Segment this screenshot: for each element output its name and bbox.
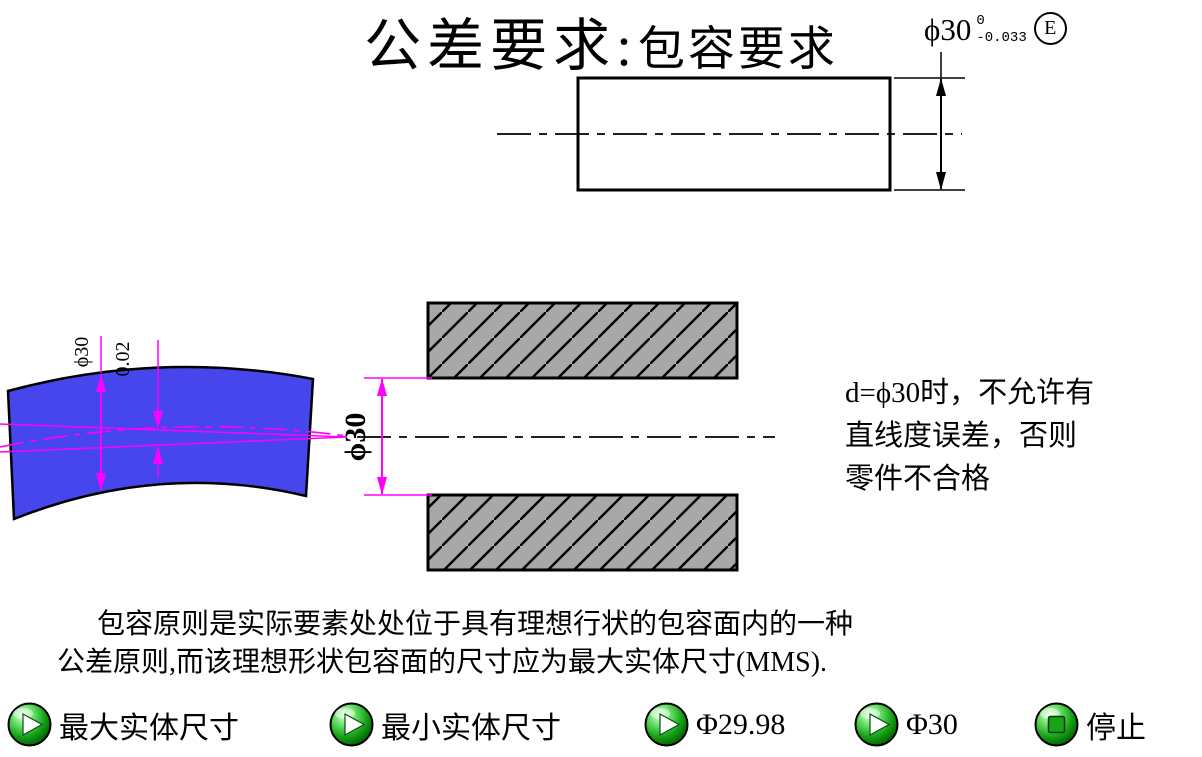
nominal-size: ϕ30: [924, 12, 972, 47]
envelope-modifier-symbol: E: [1033, 12, 1067, 45]
section-lower-wall: [426, 493, 739, 572]
button-phi-29-98[interactable]: Φ29.98: [643, 701, 785, 748]
page-title: 公差要求:包容要求: [364, 0, 838, 82]
condition-note: d=ϕ30时，不允许有 直线度误差，否则 零件不合格: [845, 372, 1094, 501]
button-min-material-size[interactable]: 最小实体尺寸: [328, 701, 561, 748]
bent-axis-centerline: [0, 425, 348, 448]
tolerance-stack: 0 -0.033: [976, 13, 1026, 47]
button-phi-30[interactable]: Φ30: [853, 701, 958, 748]
tolerance-zone-lines: [0, 423, 348, 453]
shaft-drawing: [497, 52, 965, 192]
paragraph-line-1: 包容原则是实际要素处处位于具有理想行状的包容面内的一种: [97, 609, 854, 640]
bent-shaft-diameter-label: ϕ30: [71, 337, 93, 368]
note-line-2: 直线度误差，否则: [845, 420, 1078, 452]
button-label: Φ29.98: [696, 707, 786, 741]
note-line-1: d=ϕ30时，不允许有: [845, 377, 1095, 409]
button-label: Φ30: [906, 707, 958, 741]
paragraph-line-2: 公差原则,而该理想形状包容面的尺寸应为最大实体尺寸(MMS).: [57, 647, 828, 678]
button-stop[interactable]: 停止: [1033, 701, 1146, 748]
upper-tolerance: 0: [976, 13, 985, 29]
button-label: 最大实体尺寸: [59, 711, 239, 745]
bent-shaft-body: [6, 365, 315, 521]
stop-icon: [1034, 702, 1079, 747]
section-upper-wall: [426, 301, 739, 380]
section-drawing: ϕ30: [339, 301, 775, 572]
note-line-3: 零件不合格: [845, 463, 991, 495]
title-sub: 包容要求: [637, 24, 838, 76]
play-icon: [7, 702, 52, 747]
lower-tolerance: -0.033: [976, 30, 1027, 46]
button-label: 最小实体尺寸: [381, 711, 561, 745]
dimension-callout: ϕ30 0 -0.033 E: [924, 10, 1067, 50]
button-max-material-size[interactable]: 最大实体尺寸: [6, 701, 239, 748]
bent-shaft-drawing: ϕ30 0.02: [0, 336, 348, 521]
straightness-value-label: 0.02: [112, 342, 134, 377]
play-icon: [644, 702, 689, 747]
play-icon: [854, 702, 899, 747]
button-label: 停止: [1086, 711, 1146, 745]
title-main: 公差要求:: [364, 15, 638, 78]
play-icon: [329, 702, 374, 747]
explanation-paragraph: 包容原则是实际要素处处位于具有理想行状的包容面内的一种 公差原则,而该理想形状包…: [57, 606, 853, 682]
